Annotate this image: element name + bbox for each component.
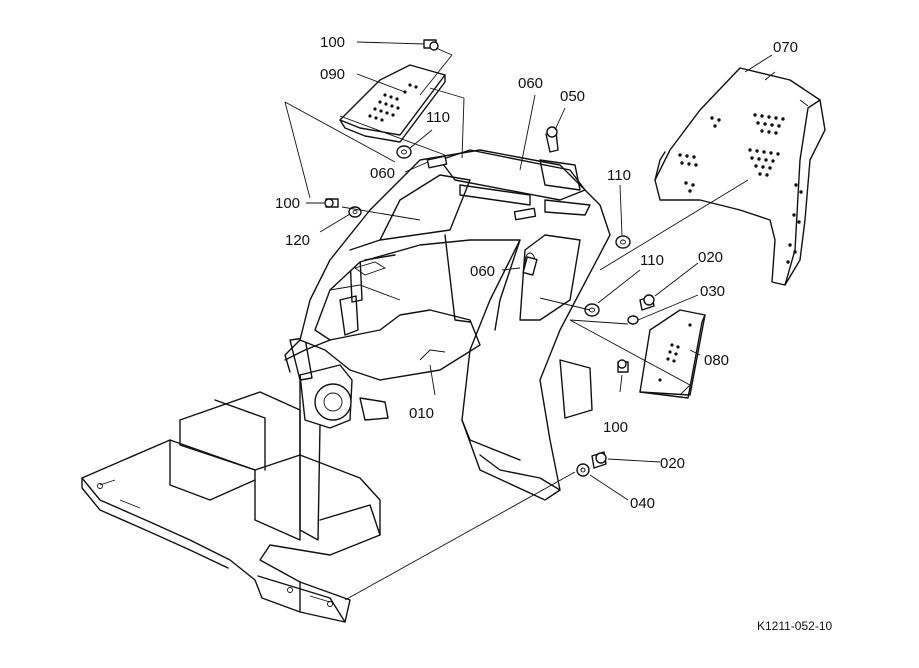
part-labels: 100 090 110 060 050 060 070 100 120 110 …	[275, 34, 832, 633]
leader-lines	[284, 41, 773, 601]
label-100-left: 100	[275, 195, 300, 212]
label-060-upper-left: 060	[370, 165, 395, 182]
label-040: 040	[630, 495, 655, 512]
label-070: 070	[773, 39, 798, 56]
label-100-lower: 100	[603, 419, 628, 436]
label-100-top: 100	[320, 34, 345, 51]
steering-column	[289, 255, 389, 541]
label-060-top: 060	[518, 75, 543, 92]
figure-code: K1211-052-10	[757, 619, 832, 633]
panel-090	[339, 64, 446, 143]
label-110-upper: 110	[426, 109, 450, 126]
label-120: 120	[285, 232, 310, 249]
label-020-upper: 020	[698, 249, 723, 266]
label-020-lower: 020	[660, 455, 685, 472]
label-090: 090	[320, 66, 345, 83]
label-060-middle: 060	[470, 263, 495, 280]
label-050: 050	[560, 88, 585, 105]
label-110-middle: 110	[640, 252, 664, 269]
bracket-080	[639, 309, 706, 399]
label-110-right: 110	[607, 167, 631, 184]
front-body-shell	[284, 149, 611, 501]
panel-070	[654, 67, 826, 286]
label-030: 030	[700, 283, 725, 300]
label-010: 010	[409, 405, 434, 422]
label-080: 080	[704, 352, 729, 369]
